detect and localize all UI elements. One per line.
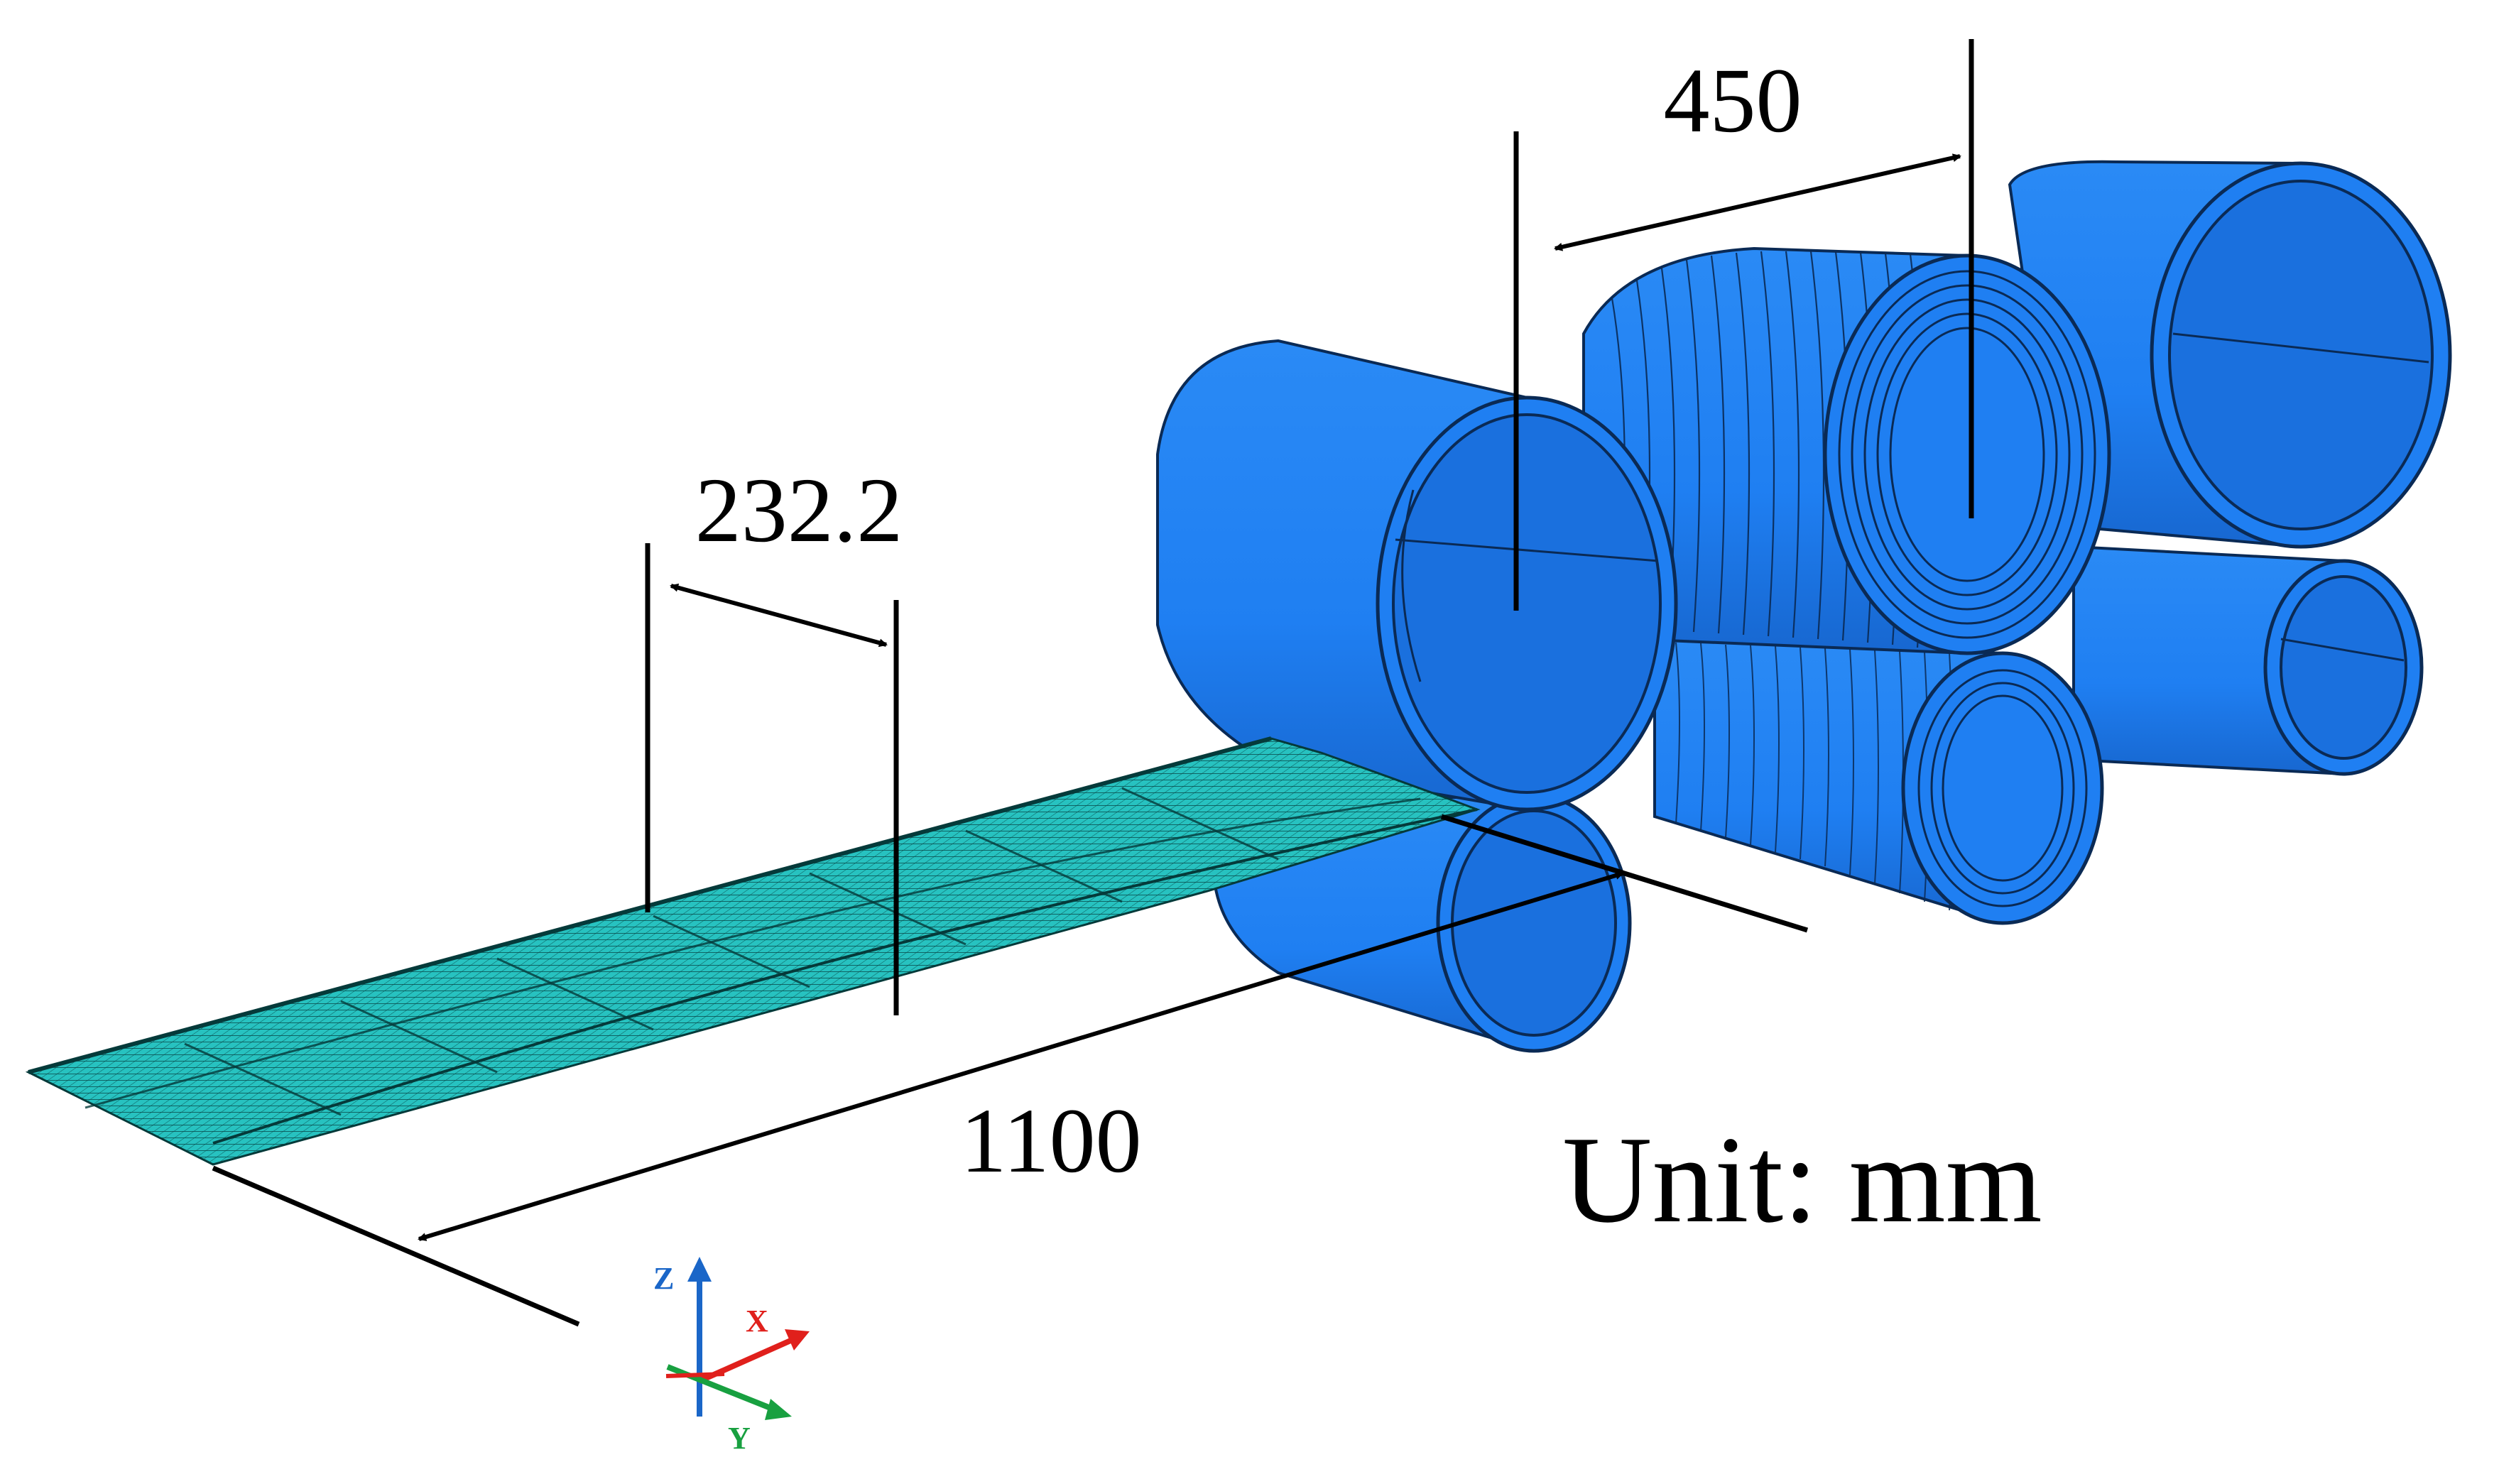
dimension-1100: 1100 <box>212 814 1809 1327</box>
dimension-1100-label: 1100 <box>960 1090 1141 1192</box>
roll-front-upper <box>1156 339 1678 812</box>
axis-x-label: X <box>746 1304 768 1338</box>
axis-y-label: Y <box>728 1421 751 1456</box>
axis-z-label: Z <box>653 1261 674 1296</box>
roll-middle-upper <box>1582 246 2111 655</box>
dimension-450: 450 <box>1513 39 1974 611</box>
roll-rear-lower <box>2072 545 2424 776</box>
coordinate-triad: Z X Y <box>653 1257 810 1456</box>
roll-rear-upper <box>2008 160 2452 549</box>
unit-label: Unit: mm <box>1562 1111 2042 1248</box>
dimension-232-2-label: 232.2 <box>695 459 903 562</box>
roll-middle-lower <box>1653 637 2104 925</box>
dimension-450-label: 450 <box>1664 50 1802 152</box>
